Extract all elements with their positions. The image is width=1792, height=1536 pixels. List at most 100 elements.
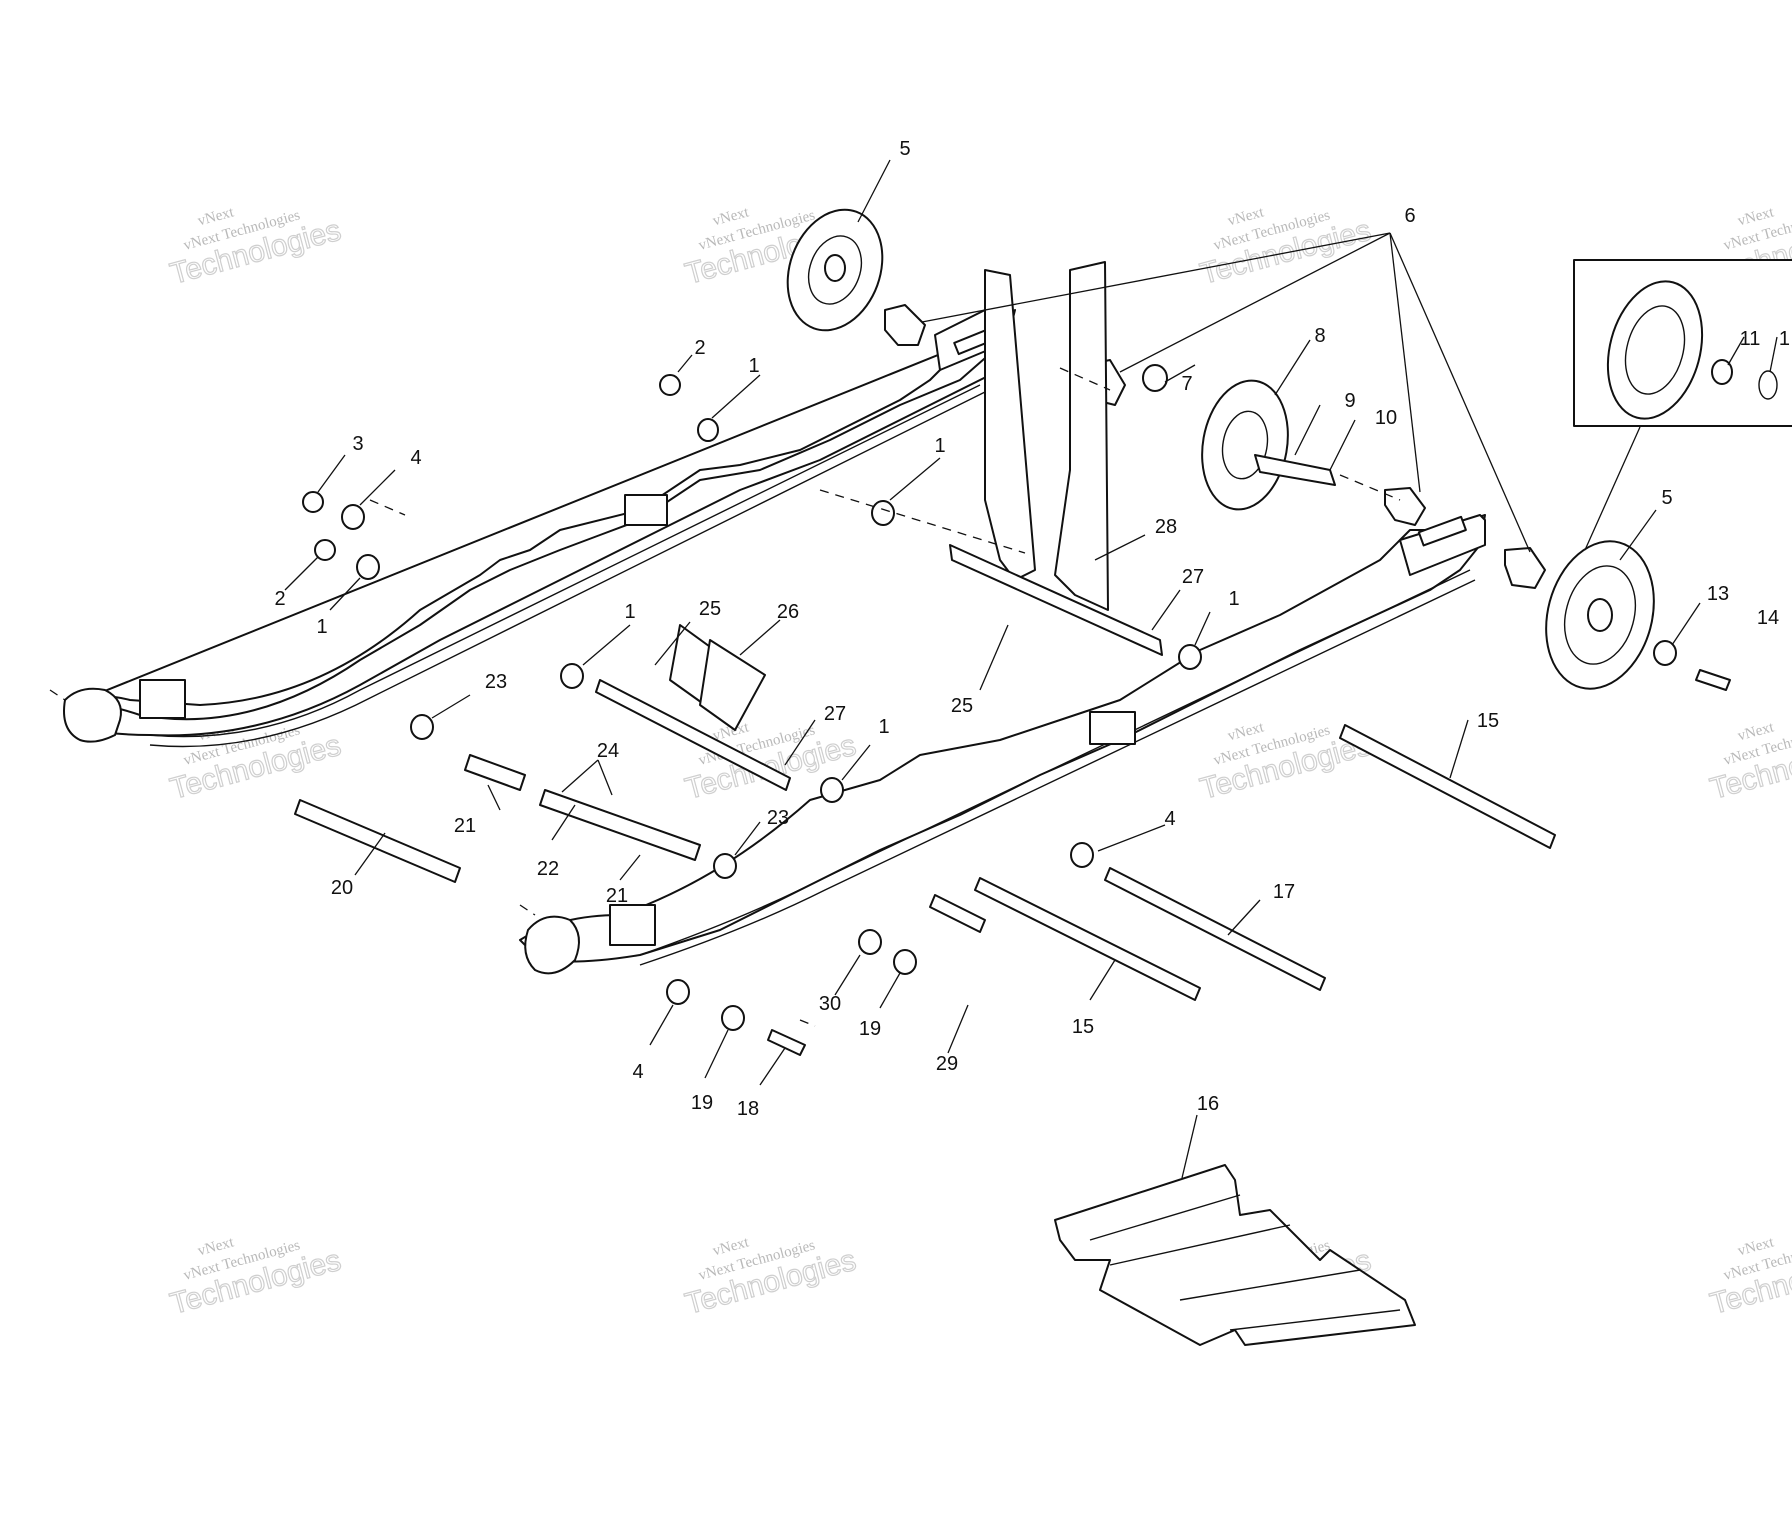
callout-1f: 1 bbox=[878, 716, 889, 738]
wheel-hub bbox=[1587, 598, 1613, 632]
leader bbox=[1329, 419, 1356, 471]
leader bbox=[431, 694, 471, 719]
leader bbox=[487, 784, 501, 811]
leader bbox=[582, 624, 631, 666]
leader bbox=[921, 232, 1391, 323]
callout-15a: 15 bbox=[1477, 710, 1499, 732]
leader bbox=[841, 744, 871, 781]
leader bbox=[1769, 336, 1778, 373]
inset-snap-ring bbox=[1758, 370, 1778, 400]
right-rail-block bbox=[1089, 711, 1136, 745]
leader bbox=[857, 159, 891, 223]
leader bbox=[834, 954, 861, 996]
leader bbox=[759, 1047, 786, 1086]
wheel-hub-ring bbox=[1221, 410, 1269, 480]
callout-4c: 4 bbox=[632, 1061, 643, 1083]
callout-27b: 27 bbox=[824, 703, 846, 725]
center-line bbox=[49, 689, 66, 701]
plate-26b bbox=[699, 639, 766, 731]
callout-20: 20 bbox=[331, 877, 353, 899]
leader bbox=[1151, 589, 1181, 631]
callout-21a: 21 bbox=[454, 815, 476, 837]
callout-21b: 21 bbox=[606, 885, 628, 907]
left-rail-block bbox=[624, 494, 668, 526]
callout-15b: 15 bbox=[1072, 1016, 1094, 1038]
shaft-15-lower bbox=[974, 877, 1201, 1001]
callout-25b: 25 bbox=[699, 598, 721, 620]
track-belt bbox=[1054, 1164, 1416, 1346]
callout-26: 26 bbox=[777, 601, 799, 623]
callout-17: 17 bbox=[1273, 881, 1295, 903]
callout-14: 14 bbox=[1757, 607, 1779, 629]
callout-10: 10 bbox=[1375, 407, 1397, 429]
callout-1a: 1 bbox=[1228, 588, 1239, 610]
callout-25a: 25 bbox=[951, 695, 973, 717]
watermark: vNext vNext Technologies Technologies bbox=[1196, 719, 1375, 806]
center-line bbox=[799, 1019, 816, 1027]
idler-wheel-right bbox=[1545, 540, 1655, 690]
nut bbox=[302, 491, 324, 513]
right-rail-tip-block bbox=[609, 904, 656, 946]
leader bbox=[359, 469, 396, 506]
wheel-hub bbox=[824, 254, 846, 282]
leader bbox=[654, 621, 691, 666]
leader bbox=[734, 821, 761, 856]
washer bbox=[666, 979, 690, 1005]
track-cleat bbox=[1229, 1309, 1401, 1331]
callout-8: 8 bbox=[1314, 325, 1325, 347]
detail-inset bbox=[1573, 259, 1792, 427]
leader bbox=[1294, 404, 1321, 456]
watermark: vNext vNext Technologies Technologies bbox=[166, 1234, 345, 1321]
leader bbox=[1181, 1114, 1198, 1179]
leader bbox=[317, 454, 346, 493]
left-rail-tip bbox=[63, 687, 122, 743]
leader bbox=[677, 354, 693, 373]
leader bbox=[1094, 534, 1146, 561]
callout-11: 11 bbox=[1740, 328, 1761, 350]
callouts: 5 6 7 8 9 10 11 1 5 13 14 28 27 1 25 1 1… bbox=[274, 138, 1790, 1120]
leader bbox=[329, 577, 361, 611]
washer bbox=[871, 500, 895, 526]
wheel-adapter bbox=[884, 304, 926, 346]
watermark: vNext vNext Technologies Technologies bbox=[166, 204, 345, 291]
washer bbox=[893, 949, 917, 975]
right-rail-wear-strip bbox=[639, 569, 1471, 956]
idler-wheel-top bbox=[786, 208, 884, 332]
callout-23b: 23 bbox=[767, 807, 789, 829]
left-slide-rail bbox=[63, 304, 1016, 748]
callout-28: 28 bbox=[1155, 516, 1177, 538]
leader bbox=[889, 457, 941, 501]
washer bbox=[858, 929, 882, 955]
leader bbox=[1164, 364, 1196, 383]
callout-3: 3 bbox=[352, 433, 363, 455]
callout-29: 29 bbox=[936, 1053, 958, 1075]
callout-24: 24 bbox=[597, 740, 619, 762]
right-rail-tip bbox=[524, 915, 580, 975]
callout-7: 7 bbox=[1181, 373, 1192, 395]
leader bbox=[1449, 719, 1469, 779]
leader bbox=[551, 804, 576, 841]
washer bbox=[560, 663, 584, 689]
callout-19a: 19 bbox=[859, 1018, 881, 1040]
callout-1d: 1 bbox=[316, 616, 327, 638]
wheel-spokes bbox=[1564, 565, 1636, 665]
bolt-29 bbox=[929, 894, 986, 933]
center-line bbox=[819, 489, 1026, 554]
leader bbox=[1119, 232, 1391, 373]
shaft-17 bbox=[1104, 867, 1326, 991]
left-rail-tip-block bbox=[139, 679, 186, 719]
watermark: vNext vNext Technologies Technologies bbox=[1706, 1234, 1792, 1321]
shaft-20 bbox=[294, 799, 461, 883]
left-rail-wear-strip-edge bbox=[149, 391, 986, 748]
callout-1b: 1 bbox=[934, 435, 945, 457]
right-slide-rail bbox=[519, 514, 1486, 975]
washer bbox=[356, 554, 380, 580]
callout-2a: 2 bbox=[694, 337, 705, 359]
shaft-27-upper bbox=[949, 544, 1163, 656]
leader-lines bbox=[284, 159, 1778, 1179]
washer bbox=[1070, 842, 1094, 868]
shaft-27-lower bbox=[595, 679, 791, 791]
center-line bbox=[1339, 474, 1401, 501]
